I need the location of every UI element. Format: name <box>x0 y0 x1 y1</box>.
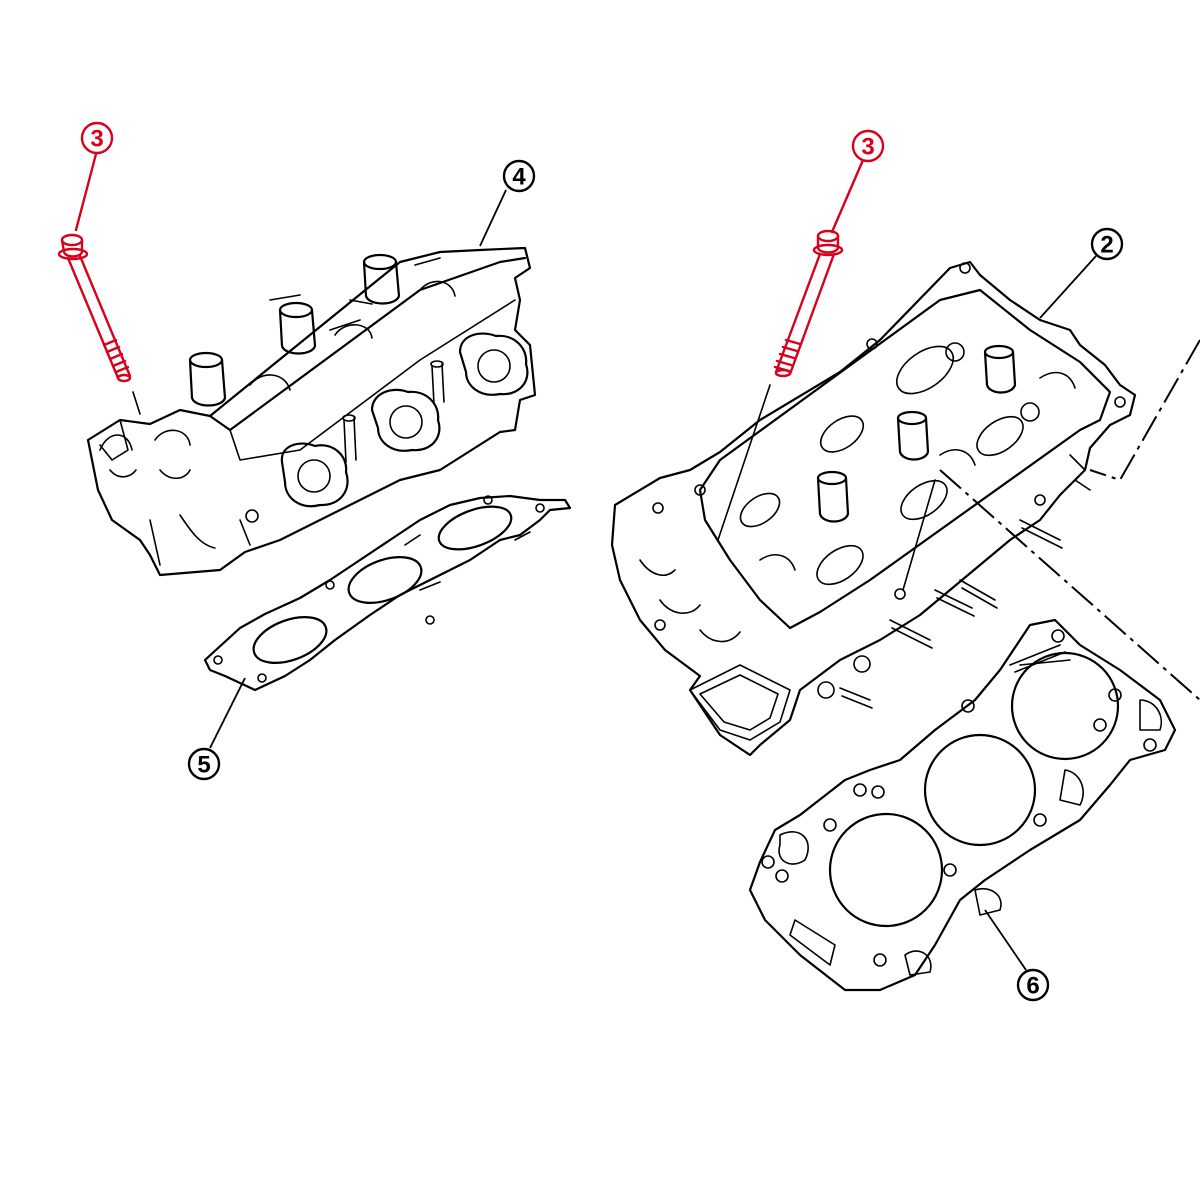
head-gasket-left <box>203 494 572 692</box>
cylinder-head-left <box>86 246 537 577</box>
svg-text:5: 5 <box>197 752 210 779</box>
callout-2: 2 <box>1090 227 1124 261</box>
leader-gasket-left <box>209 677 246 749</box>
svg-text:3: 3 <box>861 134 874 161</box>
head-bolt-right <box>773 229 844 378</box>
svg-text:2: 2 <box>1100 232 1113 259</box>
head-gasket-right <box>748 618 1177 992</box>
centerline-upper <box>1089 339 1200 482</box>
callout-5: 5 <box>187 747 221 781</box>
svg-text:4: 4 <box>512 164 526 191</box>
leader-gasket-right <box>984 909 1027 971</box>
leader-head-right <box>1039 255 1097 319</box>
centerline-lower <box>939 469 1200 701</box>
callout-3-left: 3 <box>80 121 114 155</box>
leader-bolt-right <box>830 158 865 234</box>
head-bolt-left <box>57 233 132 383</box>
cylinder-head-right <box>610 260 1137 757</box>
svg-text:6: 6 <box>1026 973 1039 1000</box>
callout-6: 6 <box>1016 968 1050 1002</box>
callout-3-right: 3 <box>851 129 885 163</box>
callout-4: 4 <box>502 159 536 193</box>
leader-head-left <box>479 189 507 247</box>
svg-text:3: 3 <box>90 126 103 153</box>
leader-bolt-left <box>74 152 98 232</box>
